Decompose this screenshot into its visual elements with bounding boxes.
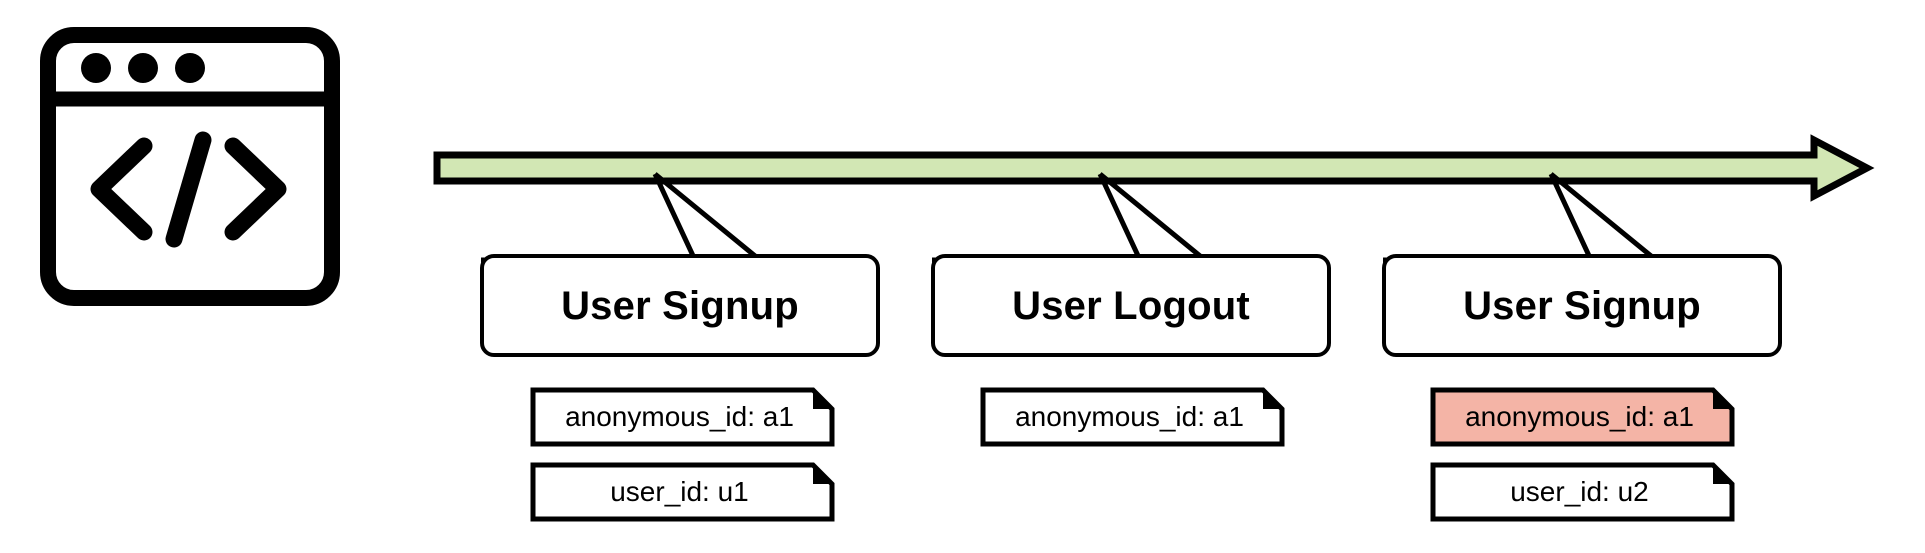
event-name-label: User Logout (1012, 283, 1250, 328)
note-anonymous-id-1[interactable]: anonymous_id: a1 (530, 387, 835, 447)
note-text: anonymous_id: a1 (565, 401, 794, 432)
event-name-label: User Signup (561, 283, 799, 328)
event-name-label: User Signup (1463, 283, 1701, 328)
note-text: user_id: u2 (1510, 476, 1649, 507)
note-text: anonymous_id: a1 (1465, 401, 1694, 432)
note-anonymous-id-3-highlighted[interactable]: anonymous_id: a1 (1430, 387, 1735, 447)
note-anonymous-id-2[interactable]: anonymous_id: a1 (980, 387, 1285, 447)
note-user-id-1[interactable]: user_id: u1 (530, 462, 835, 522)
note-user-id-3[interactable]: user_id: u2 (1430, 462, 1735, 522)
timeline-arrow (430, 115, 1875, 225)
code-browser-window-icon (40, 27, 340, 306)
note-text: anonymous_id: a1 (1015, 401, 1244, 432)
event-box[interactable]: User Signup (480, 254, 880, 357)
event-box[interactable]: User Signup (1382, 254, 1782, 357)
event-box[interactable]: User Logout (931, 254, 1331, 357)
note-text: user_id: u1 (610, 476, 749, 507)
